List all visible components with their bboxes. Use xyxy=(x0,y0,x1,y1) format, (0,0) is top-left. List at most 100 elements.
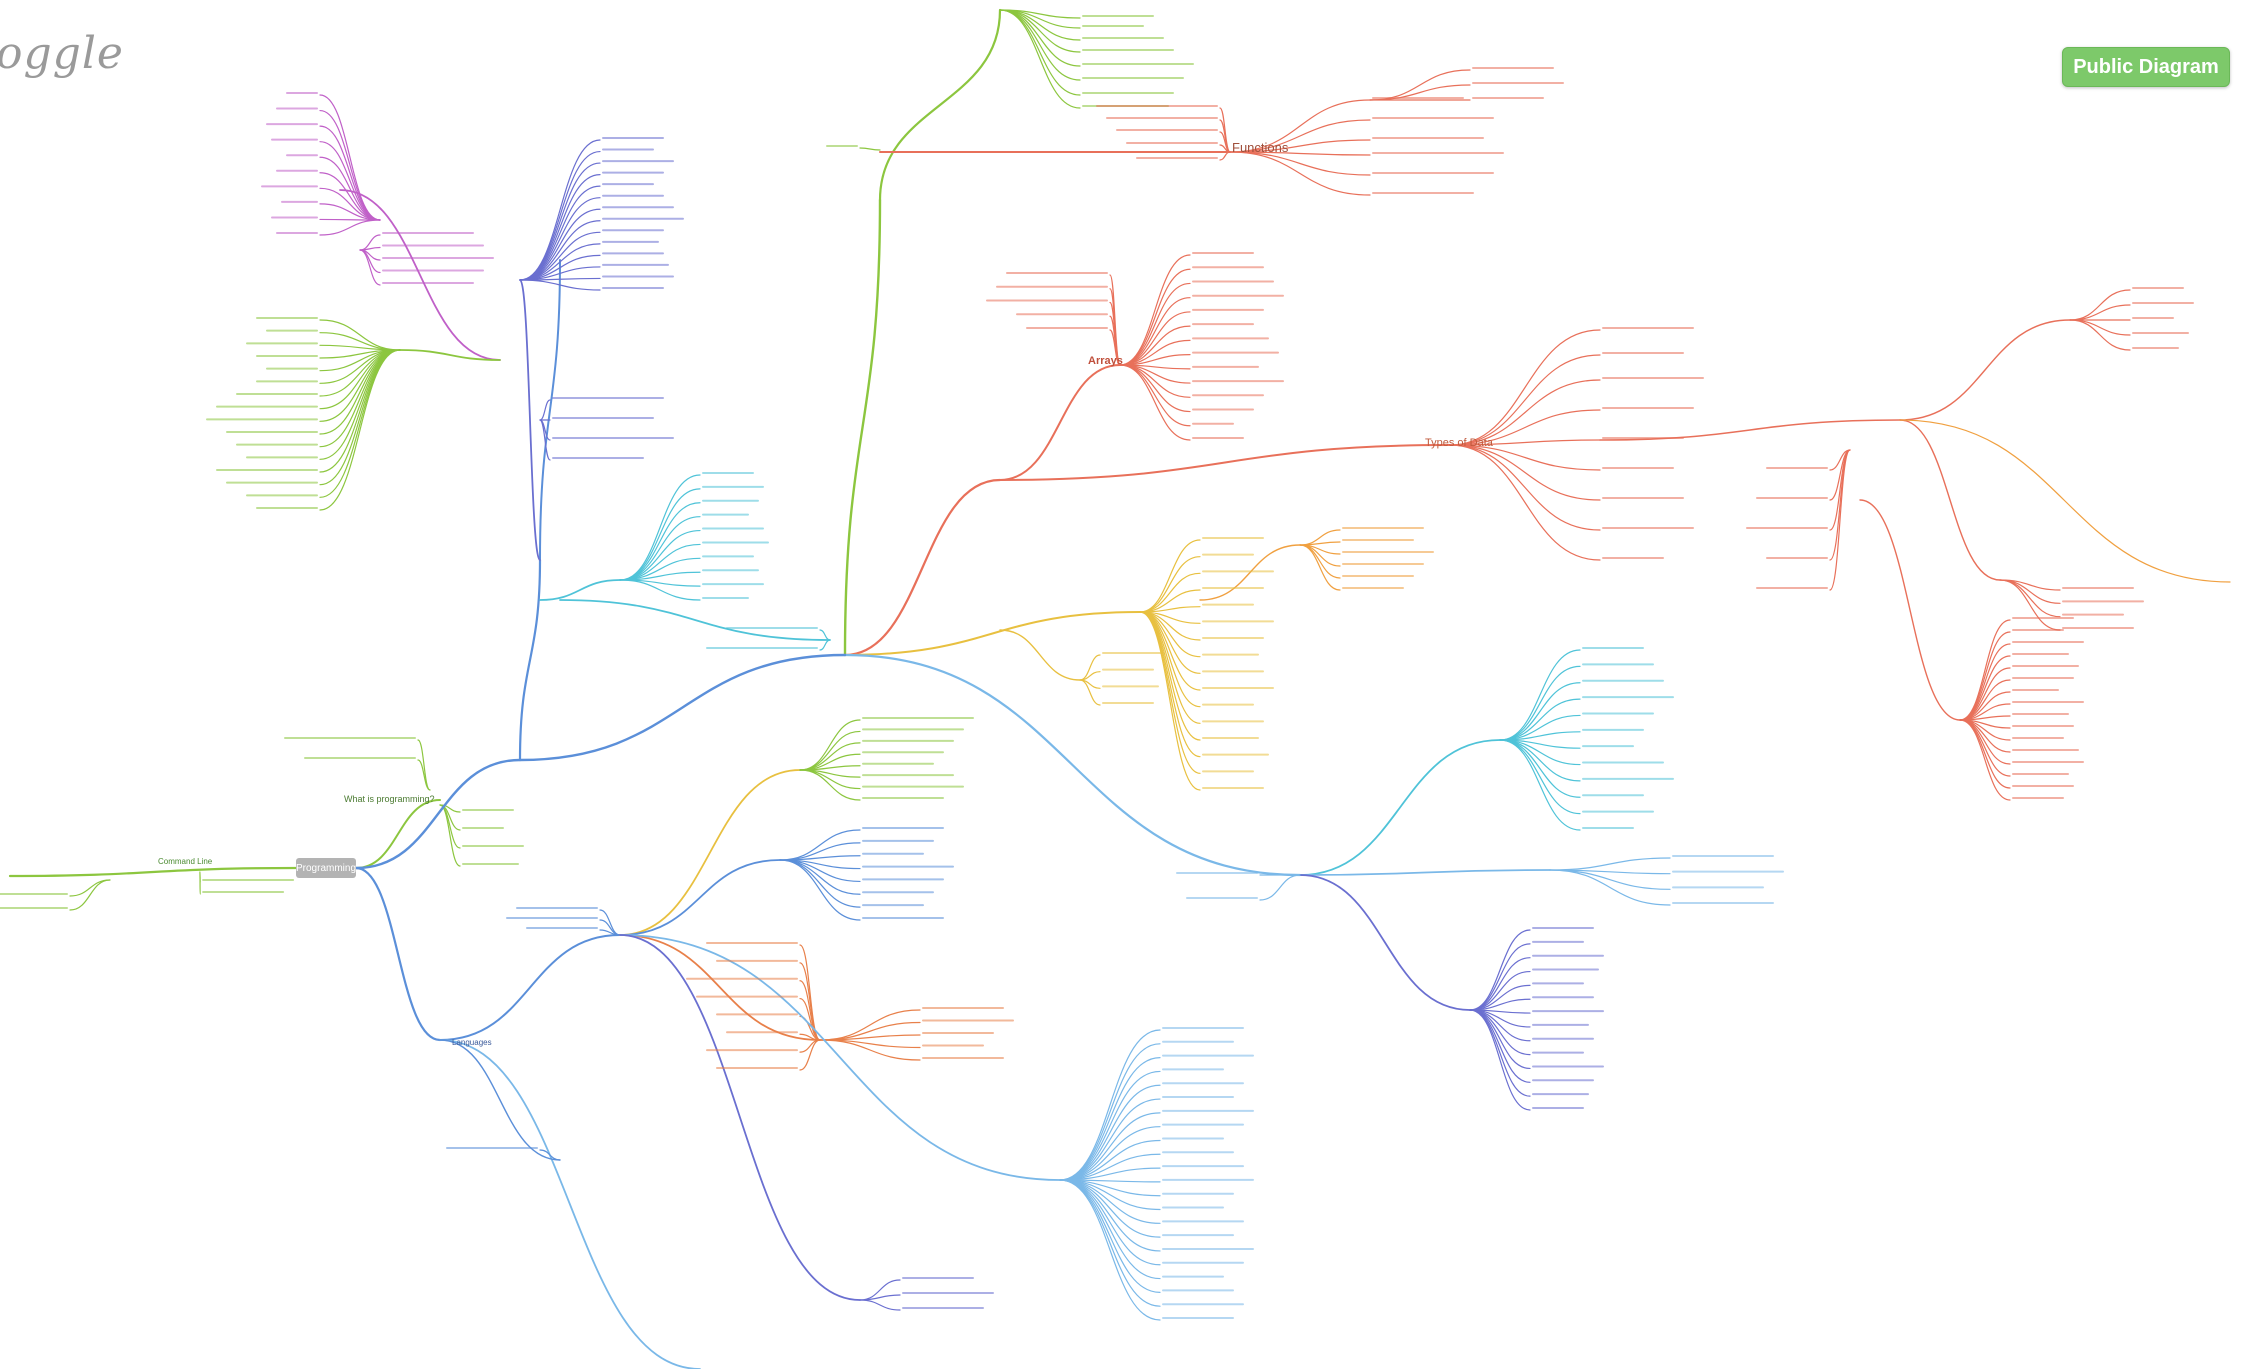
child-branch xyxy=(1299,544,1341,567)
child-branch xyxy=(779,859,861,883)
child-branch xyxy=(1119,364,1191,413)
child-branch xyxy=(859,1299,901,1311)
what-is-programming-branch xyxy=(355,799,441,869)
functions-node-label[interactable]: Functions xyxy=(1232,140,1289,155)
root-node-programming[interactable]: Programming xyxy=(296,858,356,878)
child-branch xyxy=(359,249,381,286)
branch-lines xyxy=(8,8,2231,1369)
child-branch xyxy=(319,349,401,473)
child-branch xyxy=(1079,679,1101,706)
child-branch xyxy=(539,419,551,461)
child-branch xyxy=(1829,449,1851,561)
types-sub-lower xyxy=(1859,499,1961,721)
child-branch xyxy=(1499,682,1581,741)
child-branch xyxy=(1119,282,1191,366)
child-branch xyxy=(1469,957,1531,1011)
child-branch xyxy=(1959,655,2011,721)
child-branch xyxy=(1139,611,1201,774)
child-branch xyxy=(1229,99,1371,153)
lang-lightblue xyxy=(619,934,1061,1181)
lb-upper xyxy=(1299,739,1501,876)
main-green-top xyxy=(878,8,1002,202)
indigo-upper xyxy=(519,279,541,561)
child-branch xyxy=(619,543,701,581)
left-green-branch xyxy=(399,349,501,361)
child-branch xyxy=(1449,444,1601,561)
child-branch xyxy=(319,219,381,236)
leaf-text-lines xyxy=(0,15,2194,1319)
what-is-programming-node-label[interactable]: What is programming? xyxy=(344,794,435,804)
child-branch xyxy=(1499,739,1581,831)
child-branch xyxy=(1139,539,1201,613)
child-branch xyxy=(819,639,831,651)
cyan-long xyxy=(559,599,831,641)
child-branch xyxy=(1499,739,1581,798)
child-branch xyxy=(1059,1057,1161,1181)
child-branch xyxy=(1299,544,1341,591)
child-branch xyxy=(859,147,881,151)
child-branch xyxy=(1059,1126,1161,1181)
child-branch xyxy=(1259,874,1301,901)
command-line-branch xyxy=(8,866,298,878)
trunk-blue xyxy=(354,758,522,870)
child-branch xyxy=(619,488,701,581)
lang-yellow xyxy=(619,769,801,936)
child-branch xyxy=(319,125,381,221)
child-branch xyxy=(359,246,381,251)
child-branch xyxy=(779,859,861,921)
languages-node-label[interactable]: Languages xyxy=(452,1038,492,1047)
types-sub xyxy=(1599,419,1901,441)
types-branch xyxy=(843,478,1002,657)
child-branch xyxy=(1059,1179,1161,1252)
child-branch xyxy=(779,855,861,861)
child-branch xyxy=(1229,139,1371,153)
yellow-sub xyxy=(999,629,1081,681)
types-of-data-branch xyxy=(999,444,1451,481)
child-branch xyxy=(319,141,381,221)
light-blue-branch xyxy=(843,653,1302,877)
child-branch xyxy=(2069,319,2131,351)
child-branch xyxy=(999,9,1081,96)
public-diagram-button[interactable]: Public Diagram xyxy=(2062,47,2230,87)
child-branch xyxy=(1139,611,1201,791)
trunk-blue-up xyxy=(518,558,542,762)
child-branch xyxy=(519,208,601,281)
child-branch xyxy=(1059,1029,1161,1181)
child-branch xyxy=(1499,649,1581,741)
child-branch xyxy=(417,739,431,791)
child-branch xyxy=(1059,1098,1161,1181)
app-logo[interactable]: oggle xyxy=(0,28,124,79)
child-branch xyxy=(539,1149,561,1161)
types-of-data-node-label[interactable]: Types of Data xyxy=(1425,437,1494,449)
child-branch xyxy=(319,349,401,511)
child-branch xyxy=(1449,444,1601,501)
child-branch xyxy=(1469,984,1531,1011)
child-branch xyxy=(1999,579,2061,604)
child-branch xyxy=(1059,1179,1161,1307)
child-branch xyxy=(1229,151,1371,196)
child-branch xyxy=(1469,929,1531,1011)
child-branch xyxy=(1469,1009,1531,1056)
child-branch xyxy=(1119,268,1191,366)
child-branch xyxy=(1449,444,1601,531)
child-branch xyxy=(1299,529,1341,546)
child-branch xyxy=(1119,364,1191,398)
types-sub-top xyxy=(1899,319,2071,421)
child-branch xyxy=(619,579,701,601)
child-branch xyxy=(1229,151,1371,156)
child-branch xyxy=(779,859,861,908)
child-branch xyxy=(1469,1009,1531,1111)
child-branch xyxy=(1549,857,1671,871)
child-branch xyxy=(1109,329,1121,366)
arrays-node-label[interactable]: Arrays xyxy=(1088,355,1123,367)
child-branch xyxy=(319,156,381,221)
arrays-branch xyxy=(999,364,1121,481)
child-branch xyxy=(1449,354,1601,446)
child-branch xyxy=(69,879,111,897)
child-branch xyxy=(619,529,701,581)
child-branch xyxy=(1549,869,1671,890)
child-branch xyxy=(69,879,111,911)
child-branch xyxy=(1139,572,1201,613)
command-line-node-label[interactable]: Command Line xyxy=(158,857,213,866)
